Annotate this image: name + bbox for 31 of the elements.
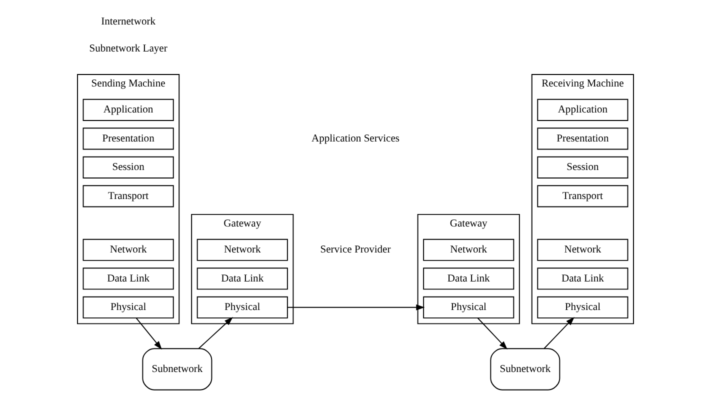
- node-box: Physical: [536, 296, 628, 318]
- label: Service Provider: [320, 244, 390, 256]
- node-box: Network: [196, 238, 288, 261]
- arrow: [543, 316, 574, 349]
- arrow: [135, 318, 162, 350]
- node-box: Subnetwork: [490, 348, 560, 390]
- arrow: [476, 318, 507, 350]
- node-box: Network: [82, 238, 174, 261]
- node-box: Session: [82, 156, 174, 178]
- node-box: Presentation: [82, 128, 174, 150]
- node-box: Physical: [196, 296, 288, 318]
- node-box: Physical: [422, 296, 514, 318]
- node-box: Transport: [536, 185, 628, 208]
- node-box: Session: [536, 156, 628, 178]
- node-box: Data Link: [82, 268, 174, 290]
- node-box: Application: [536, 98, 628, 121]
- label: Subnetwork Layer: [88, 43, 167, 54]
- label: Internetwork: [100, 16, 156, 28]
- node-box: Network: [536, 238, 628, 261]
- label: Application Services: [310, 133, 400, 144]
- arrow: [198, 317, 232, 349]
- node-box: Transport: [82, 185, 174, 208]
- node-box: Subnetwork: [142, 348, 212, 390]
- node-box: Data Link: [536, 268, 628, 290]
- arrow: [286, 304, 424, 310]
- node-box: Data Link: [422, 268, 514, 290]
- node-box: Application: [82, 98, 174, 121]
- node-box: Network: [422, 238, 514, 261]
- node-box: Presentation: [536, 128, 628, 150]
- node-box: Physical: [82, 296, 174, 318]
- node-box: Data Link: [196, 268, 288, 290]
